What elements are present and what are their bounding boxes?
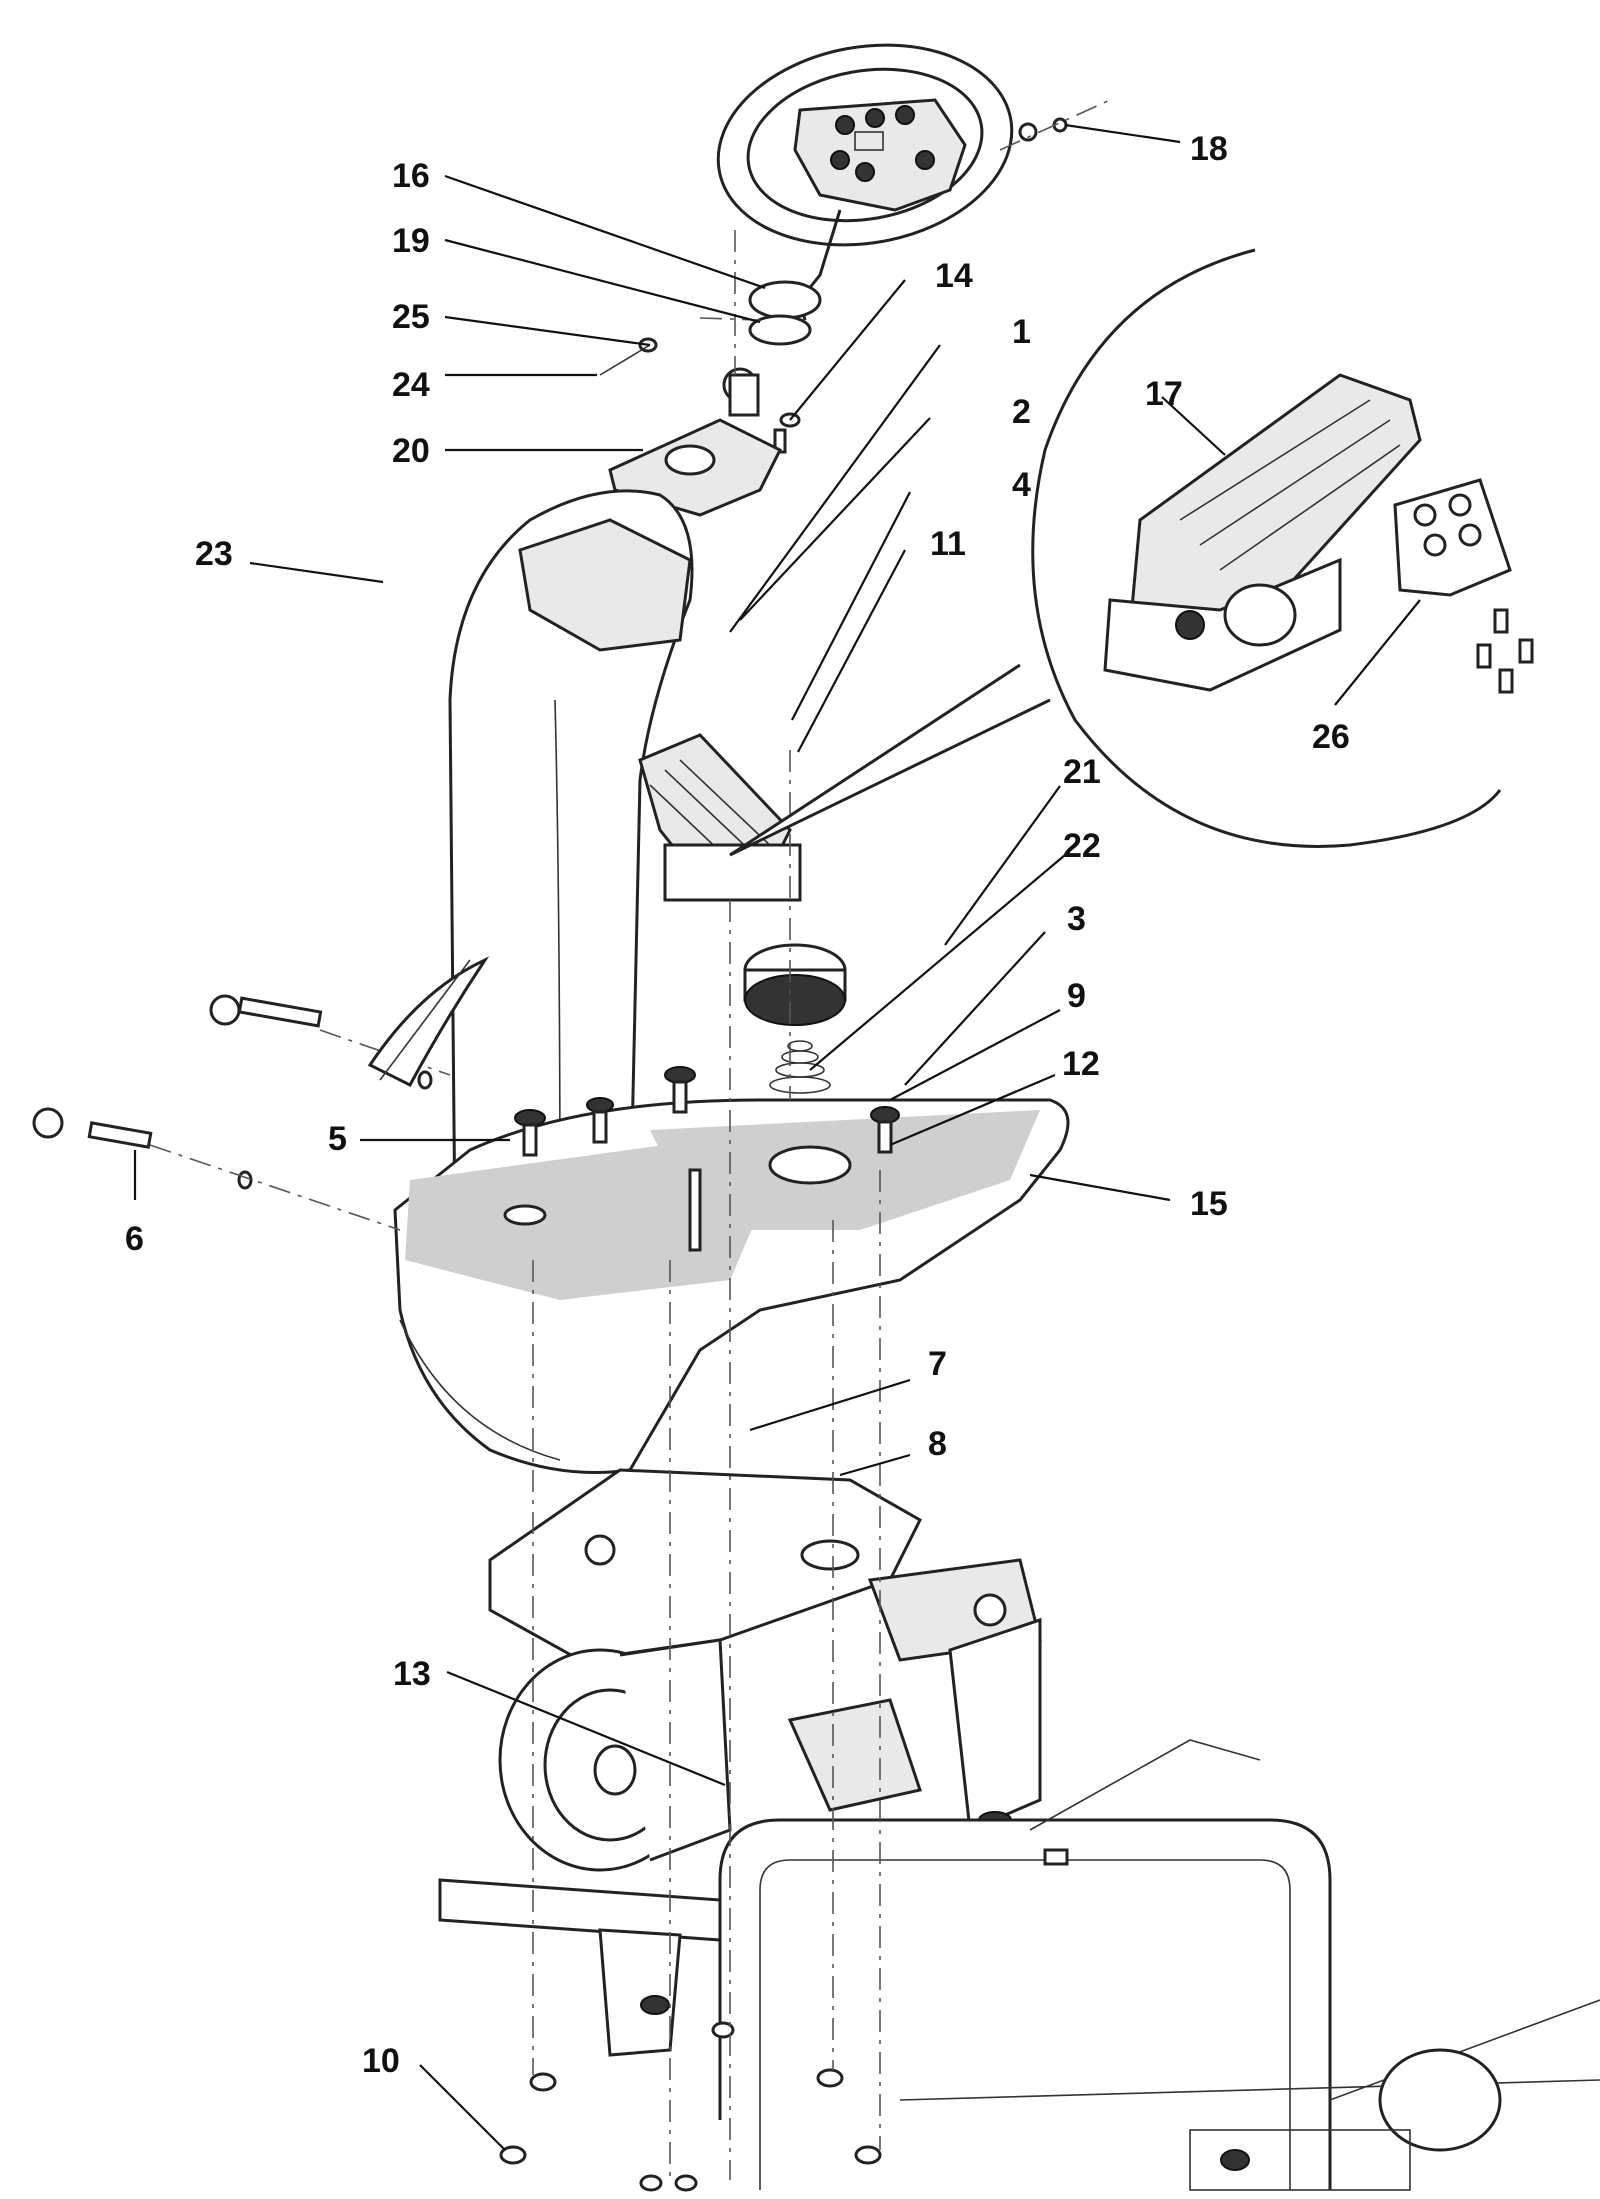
callout-20: 20	[392, 432, 430, 470]
callout-7: 7	[928, 1345, 947, 1383]
callout-26: 26	[1312, 718, 1350, 756]
callout-21: 21	[1063, 753, 1101, 791]
leader-lines	[133, 123, 1421, 2151]
callout-12: 12	[1062, 1045, 1100, 1083]
callout-8: 8	[928, 1425, 947, 1463]
callout-10: 10	[362, 2042, 400, 2080]
callout-5: 5	[328, 1120, 347, 1158]
pedal-detail-icon	[1103, 373, 1534, 694]
callout-22: 22	[1063, 827, 1101, 865]
callout-18: 18	[1190, 130, 1228, 168]
pedal-icon	[638, 733, 802, 902]
spring-icon	[769, 1040, 831, 1094]
callout-25: 25	[392, 298, 430, 336]
callout-23: 23	[195, 535, 233, 573]
callout-16: 16	[392, 157, 430, 195]
callout-3: 3	[1067, 900, 1086, 938]
callout-14: 14	[935, 257, 973, 295]
callout-13: 13	[393, 1655, 431, 1693]
callout-15: 15	[1190, 1185, 1228, 1223]
callout-4: 4	[1012, 466, 1031, 504]
callout-17: 17	[1145, 375, 1183, 413]
callout-labels: 1 2 3 4 5 6 7 8 9 10 11 12 13 14 15 16 1…	[125, 130, 1350, 2080]
callout-19: 19	[392, 222, 430, 260]
steering-wheel-icon	[716, 43, 1014, 346]
callout-1: 1	[1012, 313, 1031, 351]
frame-icon	[718, 1739, 1600, 2191]
bolt-icon	[514, 1066, 900, 1252]
wheel-icon	[498, 1638, 732, 1872]
drawing-art	[32, 43, 1600, 2192]
callout-24: 24	[392, 366, 430, 404]
callout-11: 11	[930, 525, 966, 563]
callout-6: 6	[125, 1220, 144, 1258]
callout-2: 2	[1012, 393, 1031, 431]
nut-group	[499, 2021, 882, 2192]
callout-9: 9	[1067, 977, 1086, 1015]
